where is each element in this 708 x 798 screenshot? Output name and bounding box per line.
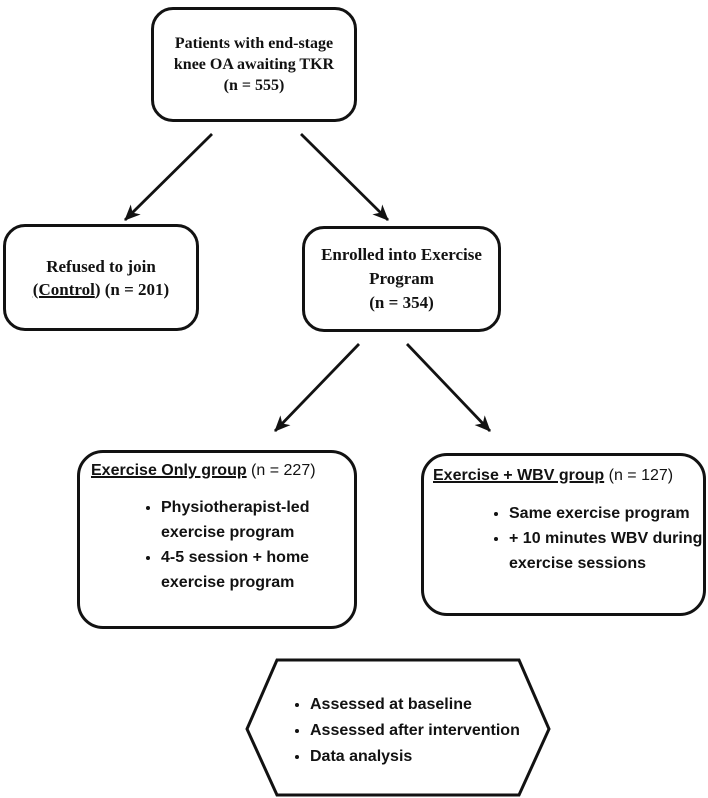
arrow-top-to-enrolled <box>300 133 389 221</box>
refused-control-box: Refused to join (Control) (n = 201) <box>3 224 199 331</box>
bullet-item: Assessed after intervention <box>310 718 534 744</box>
exercise-only-count: (n = 227) <box>246 462 316 479</box>
bullet-item: Physiotherapist-led exercise program <box>161 495 335 545</box>
enrolled-box: Enrolled into Exercise Program (n = 354) <box>302 226 501 332</box>
patients-box-line: (n = 555) <box>223 77 285 94</box>
enrolled-box-line: (n = 354) <box>369 293 434 312</box>
exercise-wbv-title-text: Exercise + WBV group <box>433 467 605 484</box>
control-count: ) (n = 201) <box>94 279 170 299</box>
patients-box: Patients with end-stage knee OA awaiting… <box>151 7 357 122</box>
exercise-only-bullet-list: Physiotherapist-led exercise program 4-5… <box>143 495 335 595</box>
bullet-item: Same exercise program <box>509 501 708 526</box>
bullet-item: Data analysis <box>310 744 534 770</box>
control-label: (Control <box>32 279 95 299</box>
exercise-wbv-title: Exercise + WBV group (n = 127) <box>433 467 703 485</box>
patients-box-line: knee OA awaiting TKR <box>173 56 335 73</box>
bullet-item: Assessed at baseline <box>310 692 534 718</box>
exercise-only-title-text: Exercise Only group <box>91 462 247 479</box>
enrolled-box-line: Enrolled into Exercise <box>321 245 482 264</box>
patients-box-line: Patients with end-stage <box>174 35 334 52</box>
refused-box-line: (Control) (n = 201) <box>33 278 169 301</box>
exercise-wbv-group-box: Exercise + WBV group (n = 127) Same exer… <box>421 453 706 616</box>
exercise-wbv-count: (n = 127) <box>604 467 674 484</box>
assessment-bullet-list: Assessed at baseline Assessed after inte… <box>284 692 534 770</box>
enrolled-box-line: Program <box>369 269 434 288</box>
bullet-item: 4-5 session + home exercise program <box>161 545 335 595</box>
assessment-hexagon-content: Assessed at baseline Assessed after inte… <box>284 692 534 770</box>
exercise-wbv-bullet-list: Same exercise program + 10 minutes WBV d… <box>491 501 708 576</box>
exercise-only-group-box: Exercise Only group (n = 227) Physiother… <box>77 450 357 629</box>
refused-box-line: Refused to join <box>46 256 156 276</box>
exercise-only-title: Exercise Only group (n = 227) <box>91 462 354 480</box>
arrow-enrolled-to-exercise-wbv <box>405 343 492 432</box>
arrow-top-to-refused <box>124 133 213 221</box>
arrow-enrolled-to-exercise-only <box>273 343 361 432</box>
bullet-item: + 10 minutes WBV during exercise session… <box>509 526 708 576</box>
